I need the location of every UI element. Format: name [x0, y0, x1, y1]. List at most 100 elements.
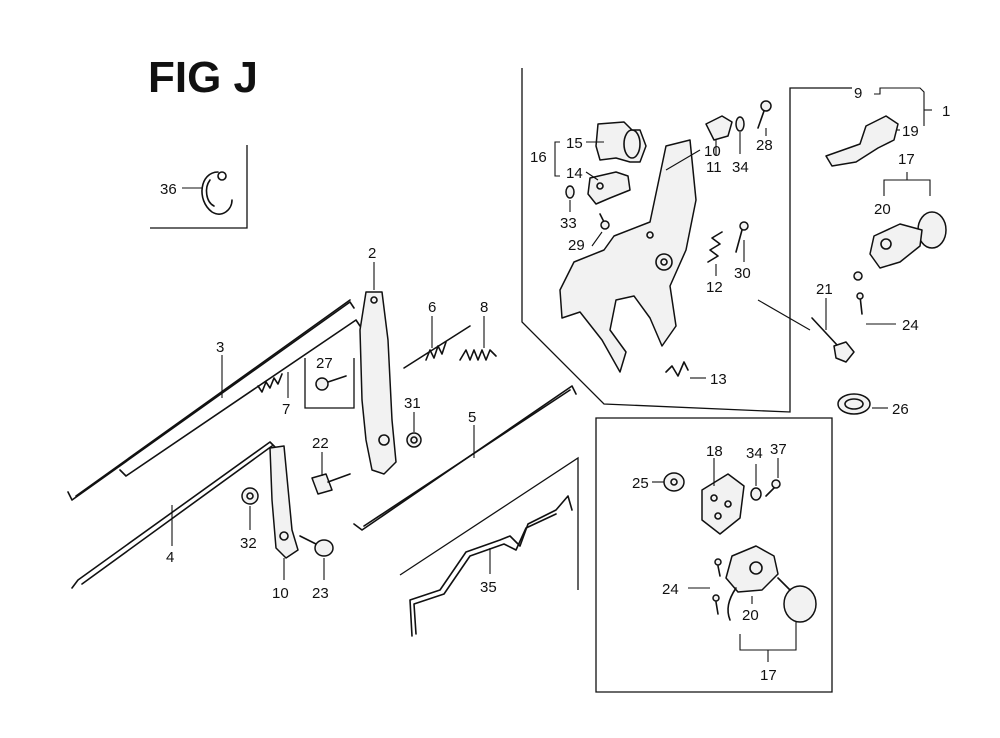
leader-bracket-21	[757, 299, 811, 331]
part-22-bolt-group: 22	[311, 435, 351, 495]
part-14-switch-block	[587, 171, 631, 205]
part-20-switch-lower-shaft	[777, 577, 791, 591]
part-36-clip-inner	[205, 179, 215, 207]
part-36-clip-group: 36	[150, 145, 248, 229]
figure-title: FIG J	[148, 53, 258, 102]
part-10-arm	[269, 445, 299, 559]
part-32-washer	[241, 487, 259, 505]
bracket-16	[554, 141, 560, 177]
part-22-bolt-head	[311, 473, 333, 495]
callout-34-upper: 34	[732, 159, 749, 176]
part-10-arm-group: 10	[269, 445, 299, 602]
callout-16: 16	[530, 149, 547, 166]
callout-17-upper: 17	[898, 151, 915, 168]
part-2-lever-hole	[370, 296, 378, 304]
callout-27: 27	[316, 355, 333, 372]
part-2-lever-pivot	[378, 434, 390, 446]
part-24-screw-lower-a-shank	[717, 565, 721, 577]
leader-10-bracket	[665, 149, 701, 171]
bracket-assembly-frame	[521, 68, 852, 413]
callout-31: 31	[404, 395, 421, 412]
part-33-washer	[565, 185, 575, 199]
part-23-shank	[299, 535, 317, 545]
callout-15: 15	[566, 135, 583, 152]
callout-10: 10	[272, 585, 289, 602]
bracket-hole	[646, 231, 654, 239]
callout-20-lower: 20	[742, 607, 759, 624]
callout-36: 36	[160, 181, 177, 198]
part-28-bolt-shank	[757, 110, 765, 129]
leader-29	[591, 231, 603, 247]
part-20-switch-lower-hub	[749, 561, 763, 575]
part-24-screw-lower-a	[714, 558, 722, 566]
callout-18: 18	[706, 443, 723, 460]
bracket-17-lower	[739, 622, 797, 651]
control-bracket-assembly: 15 14 16 33 29 11 10 34 28 12	[521, 68, 852, 413]
callout-2: 2	[368, 245, 376, 262]
part-36-clip	[201, 171, 233, 215]
part-23-knob-group: 23	[299, 535, 334, 602]
part-19-bracket	[825, 115, 899, 167]
part-24-screw-upper-head	[856, 292, 864, 300]
callout-5: 5	[468, 409, 476, 426]
callout-17-lower: 17	[760, 667, 777, 684]
part-31-nut-group: 31	[404, 395, 422, 448]
part-25-grommet	[663, 472, 685, 492]
part-13-clip	[665, 361, 689, 377]
part-21-bolt-head	[833, 341, 855, 363]
callout-11: 11	[706, 159, 722, 176]
part-32-washer-group: 32	[240, 487, 259, 552]
callout-23: 23	[312, 585, 329, 602]
callout-7: 7	[282, 401, 290, 418]
part-18-plate	[701, 473, 745, 535]
callout-1: 1	[942, 103, 950, 120]
part-37-screw-head	[771, 479, 781, 489]
callout-34-lower: 34	[746, 445, 763, 462]
callout-21: 21	[816, 281, 833, 298]
part-23-knob	[314, 539, 334, 557]
part-26-clamp-inner	[844, 398, 864, 410]
bracket-17-upper	[883, 179, 931, 196]
part-15-switch-coil	[623, 129, 641, 159]
part-9-1-19-group: 9 1 19	[825, 85, 950, 167]
part-24-screw-lower-b-shank	[715, 601, 719, 615]
part-22-bolt-shank	[327, 473, 351, 483]
callout-30: 30	[734, 265, 751, 282]
part-24-screw-lower-b	[712, 594, 720, 602]
part-25-grommet-hole	[670, 478, 678, 486]
callout-10-upper: 10	[704, 143, 721, 160]
part-11-plate	[705, 115, 733, 141]
callout-20-upper: 20	[874, 201, 891, 218]
callout-37: 37	[770, 441, 787, 458]
part-31-nut	[406, 432, 422, 448]
part-5-rod-edge	[363, 389, 571, 527]
part-2-lever-group: 2	[359, 245, 397, 475]
part-20-switch-hub	[880, 238, 892, 250]
callout-12: 12	[706, 279, 723, 296]
part-8-spring	[459, 349, 497, 361]
callout-24-upper: 24	[902, 317, 919, 334]
callout-3: 3	[216, 339, 224, 356]
part-32-washer-hole	[246, 492, 254, 500]
part-14-switch-hole	[596, 182, 604, 190]
part-15-switch-body	[595, 121, 647, 163]
callout-35: 35	[480, 579, 497, 596]
part-18-hole-a	[710, 494, 718, 502]
callout-19: 19	[902, 123, 919, 140]
callout-13: 13	[710, 371, 727, 388]
callout-4: 4	[166, 549, 174, 566]
callout-25: 25	[632, 475, 649, 492]
part-8-spring-group: 8	[459, 299, 497, 361]
part-26-clamp	[837, 393, 871, 415]
callout-32: 32	[240, 535, 257, 552]
part-27-frame	[304, 358, 355, 409]
part-3-rod-edge	[75, 299, 351, 497]
part-3-rod	[67, 301, 355, 501]
part-18-hole-b	[724, 500, 732, 508]
part-18-hole-c	[714, 512, 722, 520]
part-20-wire	[727, 587, 737, 621]
lower-assembly-frame	[595, 417, 833, 693]
callout-29: 29	[568, 237, 585, 254]
